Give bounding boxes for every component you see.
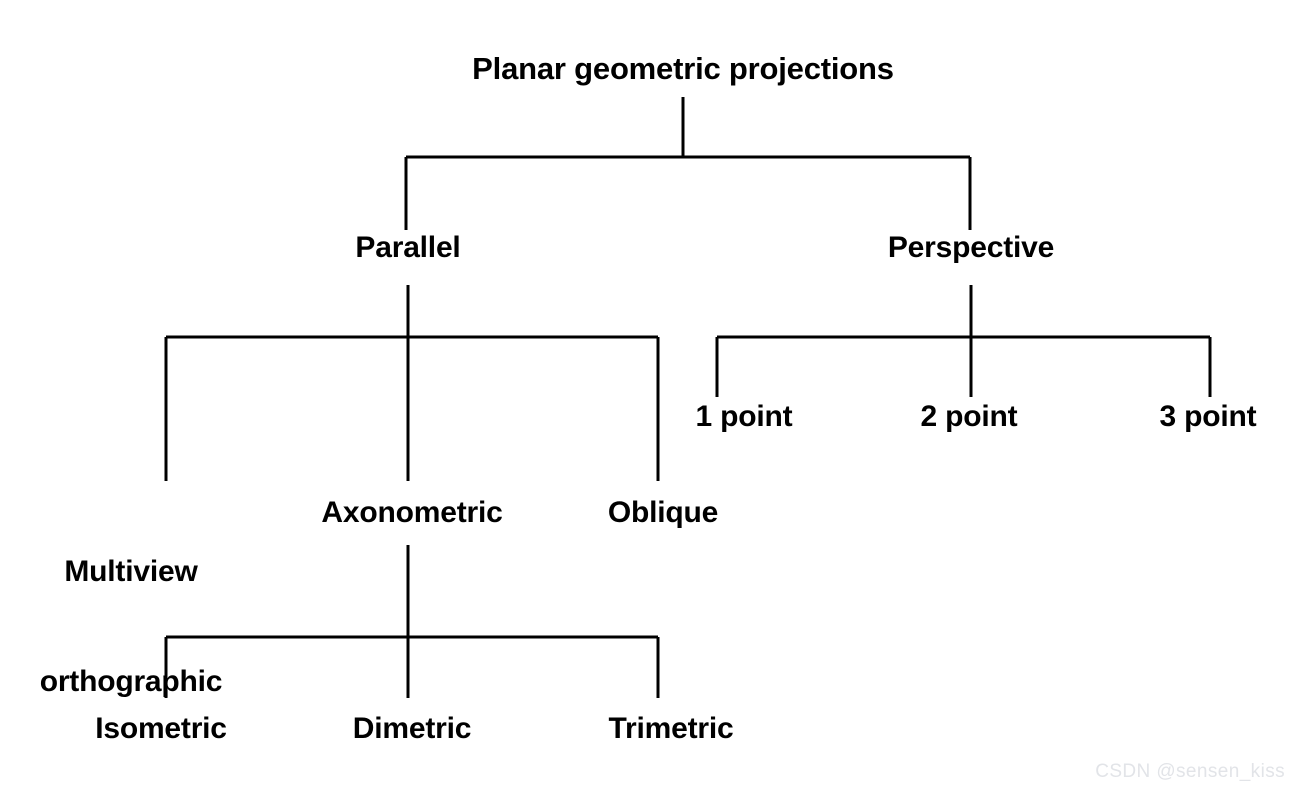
- node-multiview-orthographic-line1: Multiview: [64, 555, 198, 589]
- node-parallel: Parallel: [355, 231, 461, 264]
- csdn-watermark: CSDN @sensen_kiss: [1095, 761, 1285, 782]
- node-axonometric: Axonometric: [321, 496, 503, 529]
- node-perspective: Perspective: [887, 231, 1055, 264]
- node-oblique: Oblique: [607, 496, 719, 529]
- node-one-point: 1 point: [695, 400, 793, 433]
- node-three-point: 3 point: [1159, 400, 1257, 433]
- node-multiview-orthographic: Multiview orthographic: [40, 481, 223, 774]
- node-planar-geometric-projections: Planar geometric projections: [472, 51, 894, 86]
- node-multiview-orthographic-line2: orthographic: [39, 664, 223, 698]
- node-two-point: 2 point: [920, 400, 1018, 433]
- node-dimetric: Dimetric: [352, 712, 472, 745]
- node-trimetric: Trimetric: [608, 712, 734, 745]
- node-isometric: Isometric: [95, 712, 227, 745]
